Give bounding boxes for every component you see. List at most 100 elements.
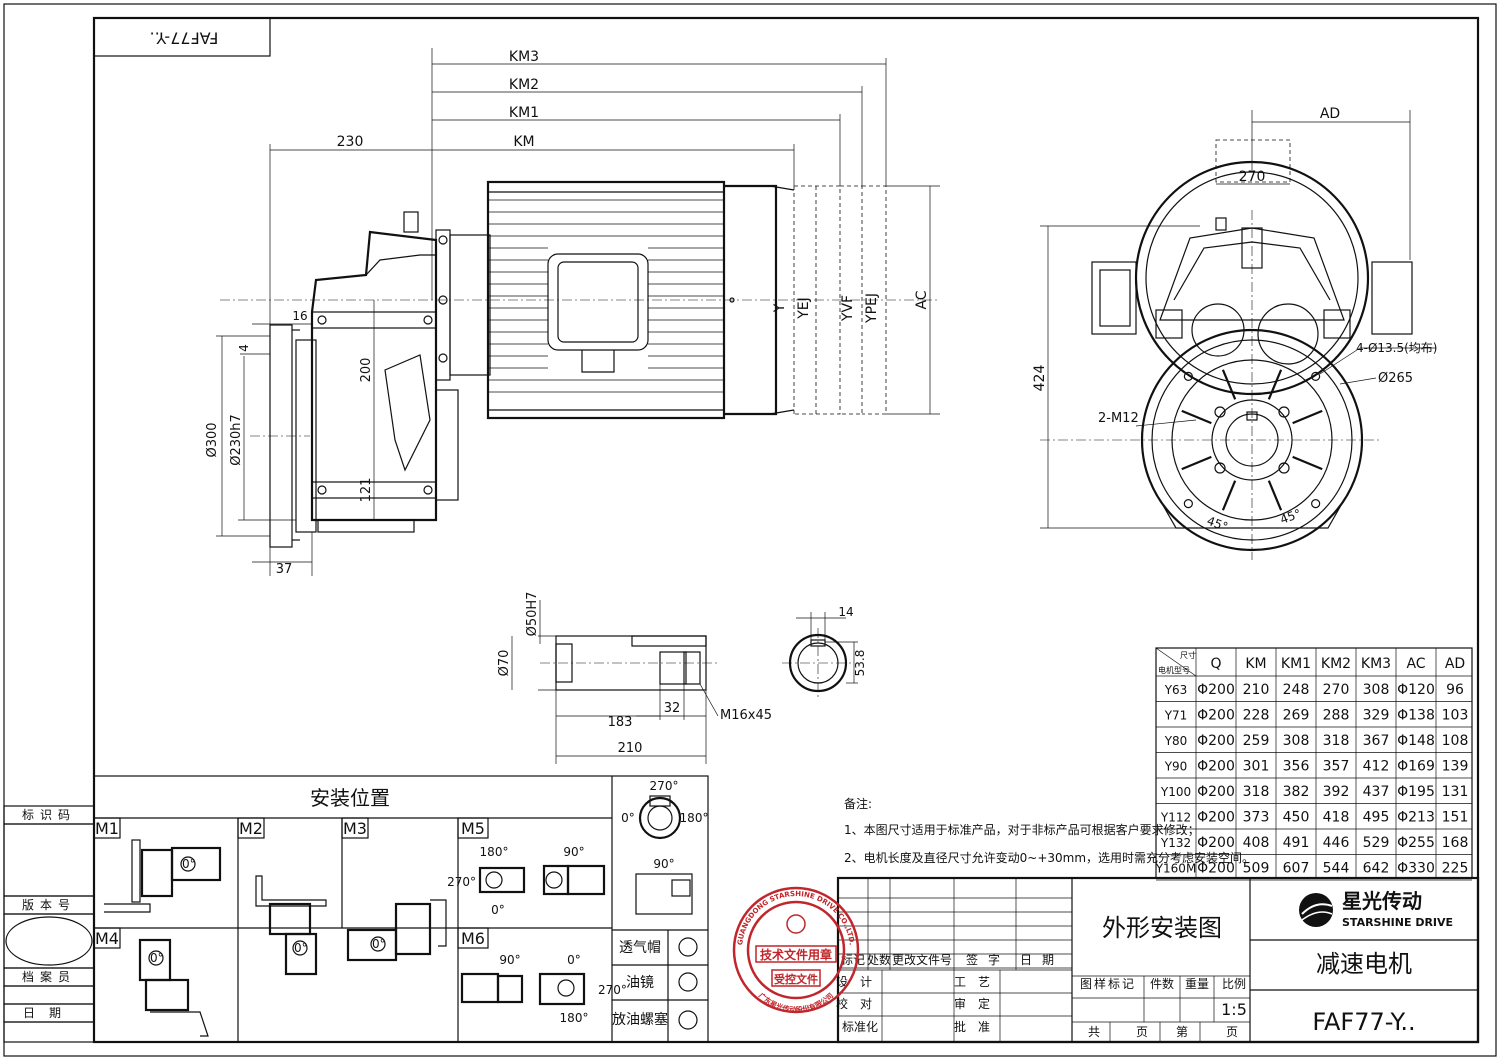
spec-cell: 450 bbox=[1283, 810, 1310, 826]
m5-angle-270: 270° bbox=[447, 875, 476, 889]
col-weight: 重量 bbox=[1185, 977, 1209, 991]
tb-approve: 批准 bbox=[954, 1019, 1002, 1034]
dim-km3: KM3 bbox=[509, 49, 539, 65]
label-ac: AC bbox=[914, 290, 930, 309]
angle-45-left: 45° bbox=[1205, 514, 1230, 534]
m6-angle-0: 0° bbox=[567, 953, 581, 967]
dim-km: KM bbox=[513, 134, 534, 150]
pos-m1: M1 bbox=[95, 819, 119, 838]
spec-header-km3: KM3 bbox=[1361, 656, 1391, 672]
m5-angle-90: 90° bbox=[563, 845, 584, 859]
label-version: 版本号 bbox=[22, 898, 76, 912]
notes-label: 备注: bbox=[844, 796, 872, 811]
spec-cell: 509 bbox=[1243, 861, 1270, 877]
m3-sketch: 0° bbox=[346, 899, 447, 962]
m5-angle-0: 0° bbox=[491, 903, 505, 917]
spec-cell: Φ200 bbox=[1197, 682, 1235, 698]
spec-cell: 318 bbox=[1323, 733, 1350, 749]
holes-4-label: 4-Ø13.5(均布) bbox=[1356, 341, 1438, 355]
spec-cell: Φ138 bbox=[1397, 708, 1435, 724]
label-yvf: YVF bbox=[840, 295, 856, 322]
dim-16: 16 bbox=[292, 309, 307, 323]
spec-header-q: Q bbox=[1210, 656, 1221, 672]
spec-cell: 318 bbox=[1243, 784, 1270, 800]
spec-cell: 382 bbox=[1283, 784, 1310, 800]
breather-icon bbox=[678, 937, 698, 957]
model-name: FAF77-Y.. bbox=[1312, 1008, 1415, 1036]
spec-cell: Φ195 bbox=[1397, 784, 1435, 800]
spec-corner-top: 尺寸 bbox=[1180, 650, 1196, 660]
stamp-line2: 受控文件 bbox=[774, 972, 818, 986]
spec-cell: 373 bbox=[1243, 810, 1270, 826]
shaft-detail: Ø70 Ø50H7 183 32 M16x45 210 14 53.8 bbox=[497, 592, 867, 764]
spec-header-km1: KM1 bbox=[1281, 656, 1311, 672]
gear-unit-side bbox=[220, 211, 940, 548]
spec-cell: 308 bbox=[1363, 682, 1390, 698]
spec-cell: 642 bbox=[1363, 861, 1390, 877]
sheet-label: 第 bbox=[1176, 1025, 1188, 1039]
pos-m4: M4 bbox=[95, 929, 119, 948]
drawing-code-text: FAF77-Y.. bbox=[150, 29, 219, 48]
spec-cell: 301 bbox=[1243, 759, 1270, 775]
label-y: Y bbox=[772, 303, 788, 313]
spec-row-model: Y112 bbox=[1160, 811, 1191, 825]
side-dimensions: 16 4 Ø300 Ø230h7 200 121 37 bbox=[205, 300, 375, 577]
title-block: 标记 处数 更改文件号 签字 日期 设计 校对 标准化 工艺 审定 批准 外形安… bbox=[836, 876, 1480, 1044]
dim-phi50h7: Ø50H7 bbox=[525, 592, 540, 637]
spec-cell: 418 bbox=[1323, 810, 1350, 826]
spec-cell: 210 bbox=[1243, 682, 1270, 698]
m2-angle: 0° bbox=[294, 941, 308, 955]
orientation-key: 270° 0° 180° 90° bbox=[621, 779, 709, 915]
dim-200: 200 bbox=[359, 358, 374, 383]
spec-cell: 108 bbox=[1442, 733, 1469, 749]
spec-cell: 607 bbox=[1283, 861, 1310, 877]
spec-cell: 446 bbox=[1323, 835, 1350, 851]
pos-m5: M5 bbox=[461, 819, 485, 838]
spec-cell: 225 bbox=[1442, 861, 1469, 877]
product-name: 减速电机 bbox=[1316, 950, 1412, 978]
drawing-code-box: FAF77-Y.. bbox=[93, 17, 271, 57]
pos-m2: M2 bbox=[239, 819, 263, 838]
outer-frame bbox=[3, 3, 1497, 1057]
col-qty: 件数 bbox=[1150, 976, 1174, 991]
m1-angle: 0° bbox=[182, 857, 196, 871]
col-pattern-mark: 图样标记 bbox=[1080, 976, 1136, 991]
angle-45-right: 45° bbox=[1278, 506, 1303, 526]
label-date: 日期 bbox=[23, 1006, 75, 1020]
dim-14: 14 bbox=[838, 605, 853, 619]
tb-process: 工艺 bbox=[954, 975, 1002, 989]
spec-cell: 495 bbox=[1363, 810, 1390, 826]
m3-angle: 0° bbox=[372, 937, 386, 951]
mounting-section: 安装位置 M1 M2 M3 M5 M4 M6 0° bbox=[93, 775, 709, 1043]
brand-en: STARSHINE DRIVE bbox=[1342, 916, 1453, 929]
dim-37: 37 bbox=[276, 562, 293, 577]
spec-cell: Φ148 bbox=[1397, 733, 1435, 749]
m6-sketch: 0° 270° 180° 90° bbox=[460, 953, 627, 1025]
sight-glass-icon bbox=[678, 972, 698, 992]
spec-cell: 529 bbox=[1363, 835, 1390, 851]
version-oval bbox=[5, 916, 93, 966]
dim-210: 210 bbox=[618, 741, 643, 756]
spec-cell: 412 bbox=[1363, 759, 1390, 775]
spec-cell: Φ200 bbox=[1197, 835, 1235, 851]
page-label-2: 页 bbox=[1226, 1025, 1238, 1039]
tb-check: 校对 bbox=[836, 996, 884, 1011]
m6-angle-90: 90° bbox=[499, 953, 520, 967]
motor-side bbox=[486, 180, 940, 420]
spec-row-model: Y132 bbox=[1160, 836, 1191, 850]
key-angle-270: 270° bbox=[650, 779, 679, 793]
brand-logo: 星光传动 STARSHINE DRIVE bbox=[1299, 889, 1453, 929]
spec-cell: 151 bbox=[1442, 810, 1469, 826]
dim-km1: KM1 bbox=[509, 105, 539, 121]
mounting-title: 安装位置 bbox=[310, 786, 390, 810]
dim-phi265: Ø265 bbox=[1378, 371, 1413, 386]
spec-cell: 357 bbox=[1323, 759, 1350, 775]
label-yej: YEJ bbox=[796, 297, 812, 320]
notes-line2: 2、电机长度及直径尺寸允许变动0~+30mm，选用时需充分考虑安装空间。 bbox=[844, 850, 1254, 865]
spec-cell: 288 bbox=[1323, 708, 1350, 724]
spec-cell: 168 bbox=[1442, 835, 1469, 851]
spec-cell: 392 bbox=[1323, 784, 1350, 800]
key-angle-180: 180° bbox=[680, 811, 709, 825]
